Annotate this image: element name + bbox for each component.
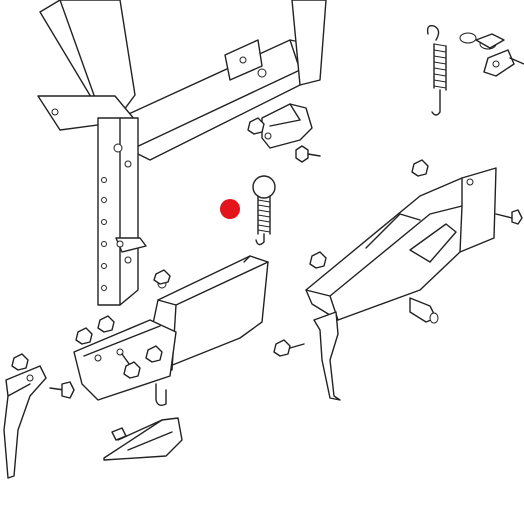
highlight-marker: [220, 199, 240, 219]
right-tine: [313, 311, 341, 401]
top-extension-spring: [426, 24, 524, 116]
left-shank-plate: [73, 315, 177, 401]
shield-housing: [149, 255, 269, 407]
spring-pivot-bracket: [247, 103, 321, 163]
highlighted-extension-spring: [220, 175, 276, 246]
sweep-shovel: [103, 417, 183, 461]
frame-arm: [37, 0, 327, 306]
left-tine: [3, 353, 75, 479]
right-tine-assembly: [273, 159, 523, 357]
